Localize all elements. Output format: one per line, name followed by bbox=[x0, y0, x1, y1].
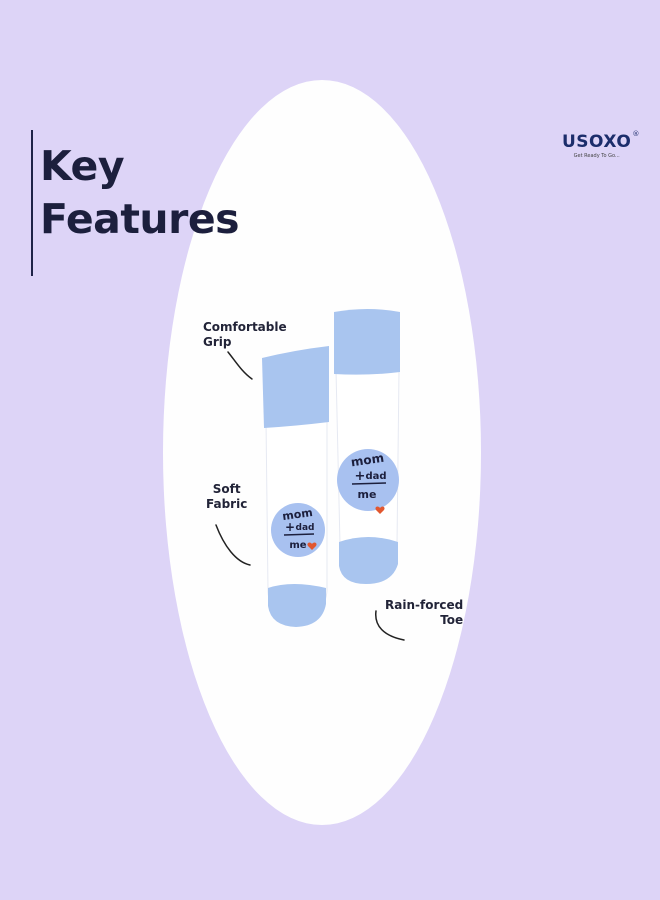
left-sock-cuff bbox=[262, 346, 329, 428]
right-sock bbox=[334, 309, 400, 584]
feature-fabric-line-1: Soft bbox=[212, 482, 241, 496]
title-line-1: Key bbox=[40, 142, 125, 190]
pointer-line-fabric bbox=[215, 524, 251, 566]
registered-mark: ® bbox=[632, 130, 640, 138]
right-print-mom: mom bbox=[350, 451, 385, 469]
feature-grip-line-2: Grip bbox=[203, 335, 232, 349]
title-accent-bar bbox=[31, 130, 33, 276]
right-print-plus: + bbox=[355, 469, 366, 484]
feature-grip-line-1: Comfortable bbox=[203, 320, 287, 334]
left-sock-toe bbox=[268, 584, 326, 627]
right-sock-heel bbox=[339, 537, 398, 584]
right-print-divider bbox=[351, 482, 387, 485]
pointer-line-toe bbox=[375, 610, 405, 641]
left-print-plus: + bbox=[285, 520, 295, 534]
brand-name: USOXO bbox=[562, 132, 632, 152]
right-heart-icon bbox=[375, 506, 385, 514]
title-line-2: Features bbox=[40, 195, 240, 243]
feature-label-fabric: Soft Fabric bbox=[206, 482, 247, 512]
brand-logo: USOXO ® Get Ready To Go... bbox=[562, 130, 639, 159]
left-sock bbox=[262, 346, 329, 627]
right-sock-print-circle bbox=[337, 449, 399, 511]
feature-toe-line-1: Rain-forced bbox=[385, 598, 464, 612]
brand-tagline: Get Ready To Go... bbox=[573, 153, 620, 159]
feature-label-grip: Comfortable Grip bbox=[203, 320, 287, 350]
left-heart-icon bbox=[307, 542, 317, 550]
page-title: Key Features bbox=[40, 140, 240, 246]
left-print-divider bbox=[283, 533, 315, 536]
feature-label-toe: Rain-forced Toe bbox=[385, 598, 463, 628]
feature-fabric-line-2: Fabric bbox=[206, 497, 248, 511]
pointer-line-grip bbox=[227, 351, 253, 380]
left-print-dad: dad bbox=[296, 523, 315, 533]
right-print-dad: dad bbox=[365, 471, 386, 482]
right-print-me: me bbox=[358, 488, 377, 501]
left-print-mom: mom bbox=[282, 506, 314, 523]
left-print-me: me bbox=[289, 540, 306, 551]
right-sock-cuff bbox=[334, 309, 400, 375]
feature-toe-line-2: Toe bbox=[440, 613, 464, 627]
